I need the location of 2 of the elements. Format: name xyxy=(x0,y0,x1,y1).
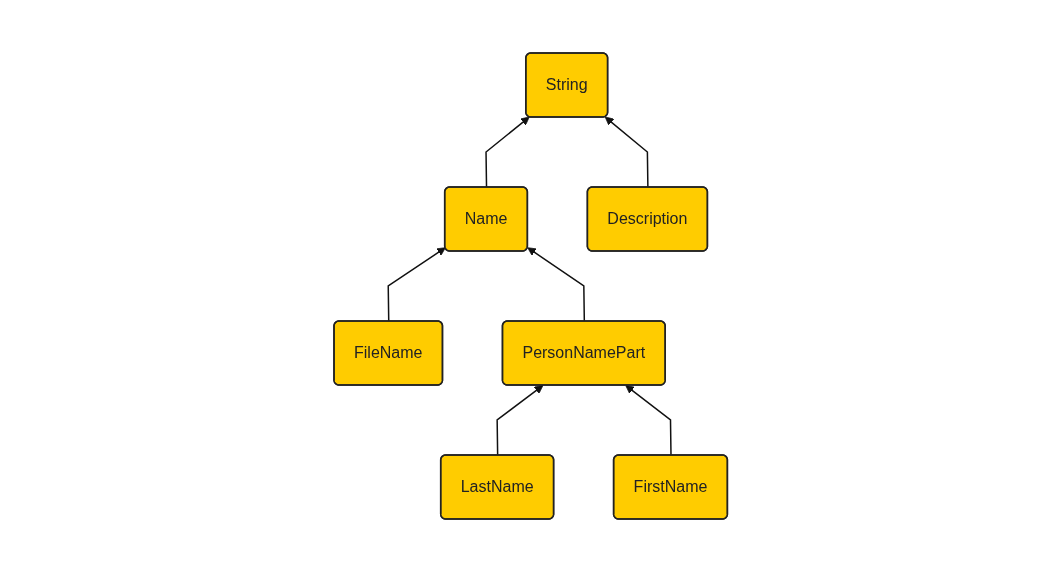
arrow xyxy=(604,116,649,189)
arrow xyxy=(485,116,530,189)
